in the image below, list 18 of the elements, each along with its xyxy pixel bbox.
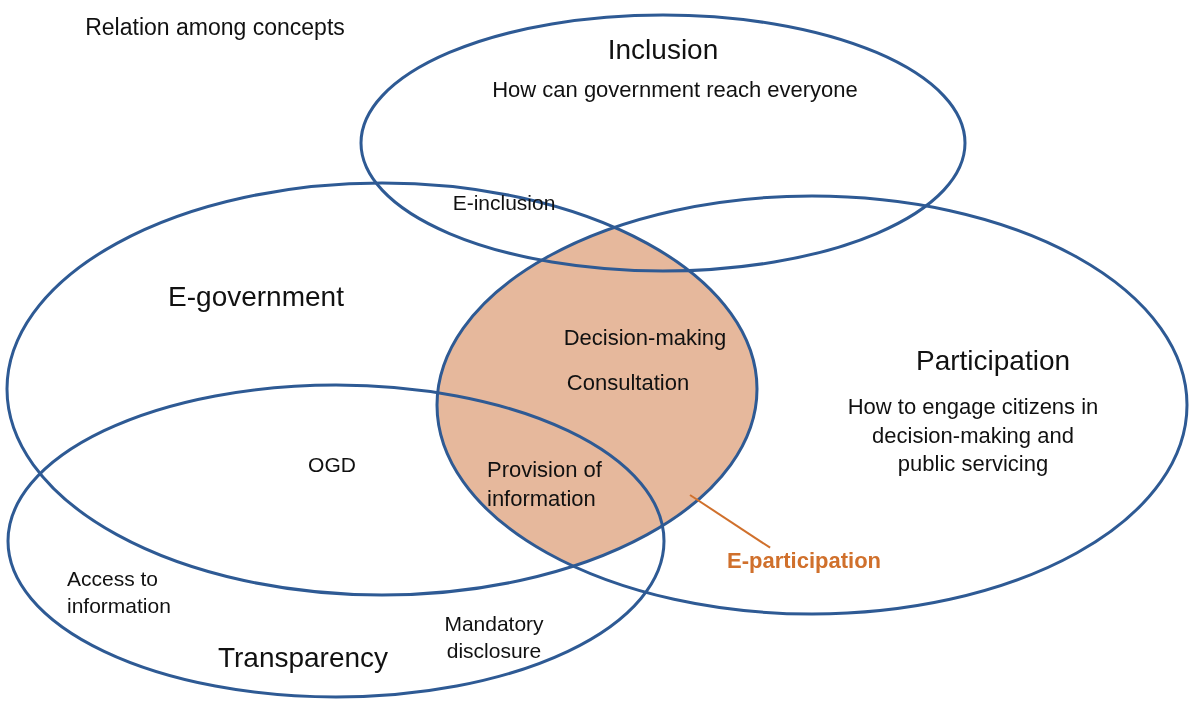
region-label: Access to information (67, 565, 172, 619)
leader-line (689, 494, 772, 549)
circle-heading: E-government (168, 279, 344, 314)
region-text: Consultation (566, 368, 690, 397)
region-text: Decision-making (563, 323, 727, 352)
circle-description: How to engage citizens in decision-making and public servicing (846, 393, 1100, 479)
region-label: OGD (308, 452, 356, 479)
region-label: E-inclusion (452, 190, 556, 217)
callout-label: E-participation (727, 546, 881, 576)
circle-heading: Inclusion (607, 32, 719, 67)
region-label: Mandatory disclosure (443, 610, 545, 664)
circle-description: How can government reach everyone (492, 75, 858, 104)
region-text: Provision of information (487, 456, 603, 513)
circle-heading: Transparency (217, 640, 389, 675)
venn-ellipse (359, 13, 967, 273)
diagram-title: Relation among concepts (85, 13, 345, 43)
circle-heading: Participation (915, 343, 1071, 378)
venn-ellipse (435, 194, 1189, 616)
